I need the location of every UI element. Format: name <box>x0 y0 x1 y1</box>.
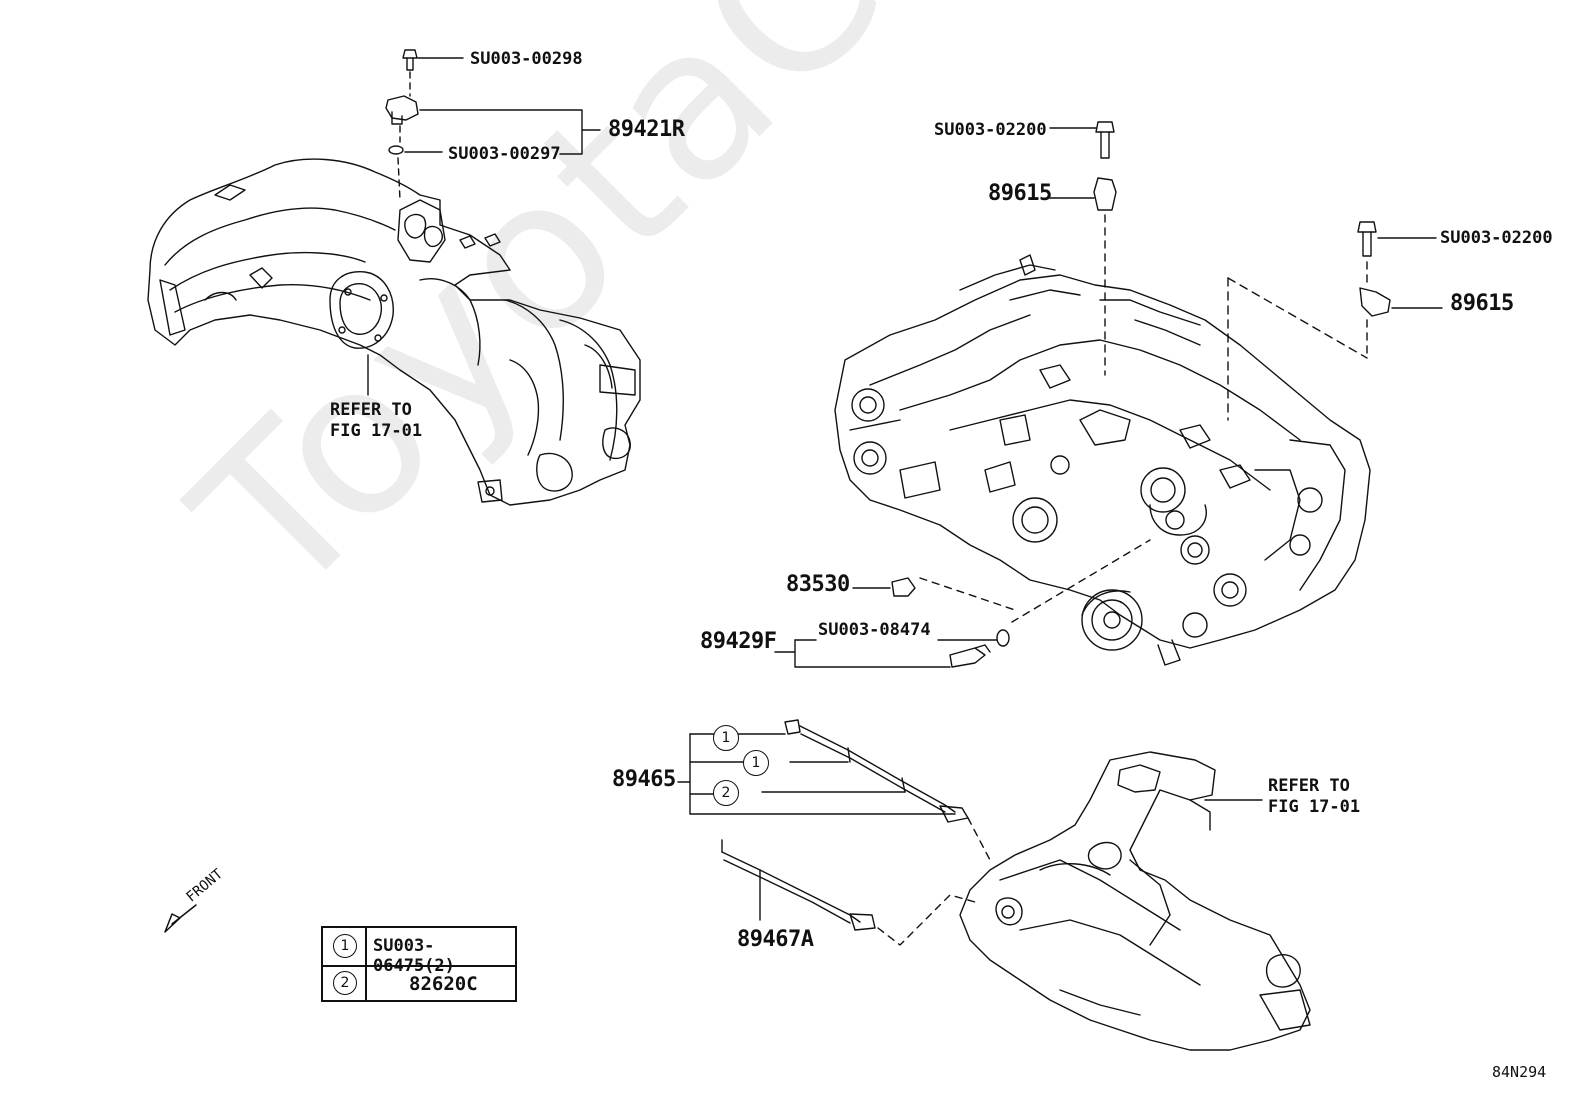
legend-ref-cell: 1 <box>323 928 367 965</box>
legend-part-number: 82620C <box>409 973 478 995</box>
legend-ref-cell: 2 <box>323 965 367 1002</box>
part-label-su003-02200-b: SU003-02200 <box>1440 228 1553 248</box>
refer-label-top-line2: FIG 17-01 <box>330 421 423 441</box>
legend-ref-circle: 1 <box>333 934 357 958</box>
part-label-89465: 89465 <box>612 767 676 792</box>
part-label-89615-b: 89615 <box>1450 291 1514 316</box>
callout-circle-2: 2 <box>713 780 739 806</box>
engine-mount-parts <box>1093 121 1391 317</box>
part-label-89421r: 89421R <box>608 117 685 142</box>
part-label-83530: 83530 <box>786 572 850 597</box>
callout-circle-1b: 1 <box>743 750 769 776</box>
legend-row: 1 SU003-06475(2) <box>323 928 515 976</box>
part-label-su003-00297: SU003-00297 <box>448 144 561 164</box>
oxygen-sensor-drawings <box>721 719 969 931</box>
part-label-su003-00298: SU003-00298 <box>470 49 583 69</box>
callout-circle-1a: 1 <box>713 725 739 751</box>
part-label-89429f: 89429F <box>700 629 777 654</box>
part-label-su003-02200-a: SU003-02200 <box>934 120 1047 140</box>
legend-ref-circle: 2 <box>333 971 357 995</box>
refer-label-bottom-line2: FIG 17-01 <box>1268 797 1361 817</box>
legend-row: 2 82620C <box>323 965 515 1002</box>
engine-block-drawing <box>834 254 1371 666</box>
legend-table: 1 SU003-06475(2) 2 82620C <box>321 926 517 1002</box>
part-label-89615-a: 89615 <box>988 181 1052 206</box>
exhaust-manifold-drawing <box>959 751 1311 1051</box>
figure-code: 84N294 <box>1492 1063 1547 1081</box>
refer-label-bottom-line1: REFER TO <box>1268 776 1350 796</box>
part-label-89467a: 89467A <box>737 927 814 952</box>
intake-manifold-drawing <box>147 158 641 506</box>
front-arrow <box>164 904 197 933</box>
map-sensor-parts <box>385 49 419 155</box>
knock-temp-sensors <box>891 577 1010 668</box>
legend-part-number: SU003-06475(2) <box>373 936 455 976</box>
refer-label-top-line1: REFER TO <box>330 400 412 420</box>
part-label-su003-08474: SU003-08474 <box>818 620 931 640</box>
